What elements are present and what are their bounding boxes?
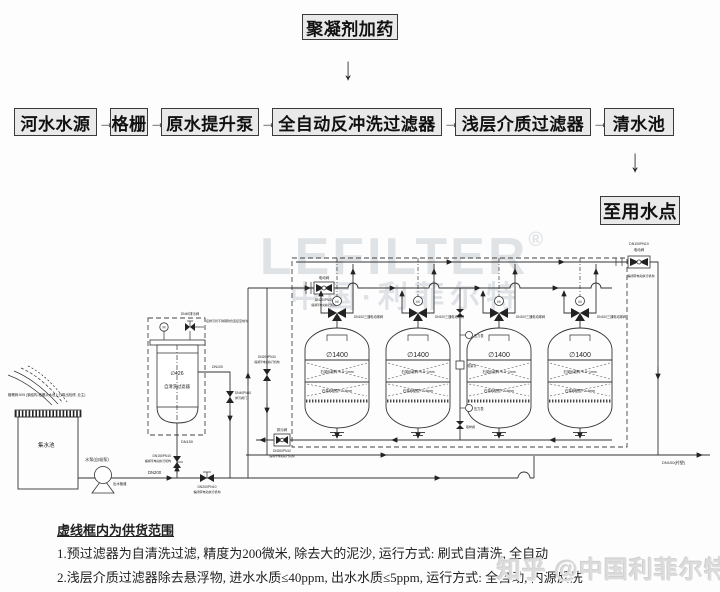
valve-name-label: 电动阀 xyxy=(634,247,645,252)
drain-hose-note: 接排污管不锈钢软管连接至地沟 xyxy=(206,318,248,323)
svg-text:M: M xyxy=(497,300,500,304)
pump-label: 水泵(自吸泵) xyxy=(85,456,109,463)
svg-text:DN100三通电动球阀: DN100三通电动球阀 xyxy=(435,314,464,319)
small-drain-valve xyxy=(226,391,234,403)
valve-size-label: DN200PN10 xyxy=(315,298,333,302)
valve-size-label: DN40排污阀 xyxy=(181,311,199,316)
supply-scope-box xyxy=(291,257,628,448)
pool-label: 集水池 xyxy=(38,441,55,449)
prefilter-vessel xyxy=(149,339,206,424)
media-filter-tank: M DN100三通电动球阀 ∅1400 石英砂滤料: 0.5~1mm 石英砂垫层… xyxy=(304,258,383,439)
bar-screen xyxy=(14,409,82,418)
note-line-1: 1.预过滤器为自清洗过滤, 精度为200微米, 除去大的泥沙, 运行方式: 刷式… xyxy=(57,546,549,561)
outlet-pipe-label: DN100(衬塑) xyxy=(662,459,686,465)
pipe-size-label: DN150 xyxy=(181,440,193,444)
prefilter-diameter: ∅426 xyxy=(170,371,183,377)
svg-text:石英砂垫层: 2~4mm: 石英砂垫层: 2~4mm xyxy=(565,388,595,393)
media-filter-tank: M DN100三通电动球阀 ∅1400 石英砂滤料: 0.5~1mm 石英砂垫层… xyxy=(466,258,545,439)
svg-text:DN100三通电动球阀: DN100三通电动球阀 xyxy=(516,314,545,319)
inlet-manifold xyxy=(248,282,612,289)
collection-pool xyxy=(17,416,79,490)
flow-box-clean-tank: 清水池 xyxy=(604,108,674,136)
notes-title: 虚线框内为供货范围 xyxy=(57,523,175,538)
svg-text:∅1400: ∅1400 xyxy=(488,352,510,359)
down-arrow-icon: ↓ xyxy=(630,144,640,180)
prefilter-name: 自清洗过滤器 xyxy=(164,383,190,390)
pressure-gauge-label: 压力表 xyxy=(474,406,484,411)
valve-type-label: 蝶阀带电动执行机构 xyxy=(145,458,171,463)
svg-text:∅1400: ∅1400 xyxy=(326,352,348,359)
prefilter-scope-box xyxy=(147,317,206,436)
pipe-size-label: DN100 xyxy=(212,365,223,369)
svg-text:石英砂垫层: 2~4mm: 石英砂垫层: 2~4mm xyxy=(484,388,514,393)
media-filter-tank: M DN100三通电动球阀 ∅1400 石英砂滤料: 0.5~1mm 石英砂垫层… xyxy=(547,258,626,439)
pid-schematic: 格栅网:5X5 (钢结构,格栅从水池上方取出检修, 业主) 集水池 水泵(自吸泵… xyxy=(7,242,710,494)
prefilter-outlet-line xyxy=(198,371,231,478)
svg-text:M: M xyxy=(335,300,338,304)
valve-name-label: 电动阀 xyxy=(319,275,330,280)
valve-size-label: DN200PN10 xyxy=(273,449,291,453)
svg-text:DN100三通电动球阀: DN100三通电动球阀 xyxy=(597,314,626,319)
prefilter-top-drain-valve xyxy=(185,320,204,340)
screen-note: 格栅网:5X5 (钢结构,格栅从水池上方取出检修, 业主) xyxy=(8,392,85,397)
lefilter-watermark: LEFILTER® xyxy=(259,228,547,286)
svg-text:DN100三通电动球阀: DN100三通电动球阀 xyxy=(354,314,383,319)
flow-box-river-source: 河水水源 xyxy=(14,108,97,136)
valve-type-label: 蝶阀带电动执行机构 xyxy=(269,454,294,458)
flow-box-lift-pump: 原水提升泵 xyxy=(161,108,259,136)
flow-box-backwash-filter: 全自动反冲洗过滤器 xyxy=(272,108,442,136)
valve-name-label: 排污阀 xyxy=(277,427,288,432)
clean-water-downcomer xyxy=(650,261,659,455)
motor-label: M xyxy=(163,326,166,330)
main-pipe xyxy=(111,456,535,479)
valve-size-label: DN200PN10 xyxy=(197,485,216,489)
prefilter-motor xyxy=(159,322,169,340)
valve-size-label: DN100PN10 xyxy=(629,242,649,246)
flow-meter-label: 流量计 xyxy=(467,363,477,368)
zhihu-watermark: 知乎 @中国利菲尔特 xyxy=(497,557,720,584)
pump xyxy=(78,466,115,494)
valve-type-label: 蝶阀带电动执行机构 xyxy=(311,303,336,307)
main-line-valve xyxy=(200,471,214,482)
supply-notes: 虚线框内为供货范围 1.预过滤器为自清洗过滤, 精度为200微米, 除去大的泥沙… xyxy=(57,520,583,591)
svg-text:石英砂垫层: 2~4mm: 石英砂垫层: 2~4mm xyxy=(322,388,352,393)
valve-size-label: DN200PN10 xyxy=(258,355,276,359)
svg-text:石英砂滤料: 0.5~1mm: 石英砂滤料: 0.5~1mm xyxy=(401,369,434,374)
svg-text:∅1400: ∅1400 xyxy=(407,352,429,359)
drain-motor-valve xyxy=(273,433,291,447)
valve-type-label: 蝶阀带电动执行机构 xyxy=(254,360,279,364)
instrument-column xyxy=(455,288,473,440)
valve-size-label: DN150PN10 xyxy=(152,454,171,458)
valve-type-label: 蝶阀带电动执行机构 xyxy=(627,273,654,278)
svg-text:石英砂滤料: 0.5~1mm: 石英砂滤料: 0.5~1mm xyxy=(482,369,515,374)
flow-box-media-filter: 浅层介质过滤器 xyxy=(455,108,591,136)
flow-box-dosing: 聚凝剂加药 xyxy=(302,14,398,40)
svg-text:石英砂滤料: 0.5~1mm: 石英砂滤料: 0.5~1mm xyxy=(320,369,353,374)
svg-text:M: M xyxy=(416,300,419,304)
river-inflow xyxy=(7,365,68,406)
flow-box-screen: 格栅 xyxy=(110,108,148,136)
valve-type-label: 蝶阀带电动执行机构 xyxy=(193,489,220,494)
svg-text:石英砂垫层: 2~4mm: 石英砂垫层: 2~4mm xyxy=(403,388,433,393)
prefilter-inlet-valve xyxy=(173,456,183,468)
valve-size-label: DN40PN10 xyxy=(235,391,251,395)
valve-type-label: 排污阀门 xyxy=(235,395,247,400)
outlet-motor-valve xyxy=(615,255,651,269)
pressure-gauge-label: 压力表 xyxy=(474,333,484,338)
pipe-size-label: DN200 xyxy=(148,470,162,475)
sample-valve-label: 取样阀 xyxy=(466,424,475,429)
svg-text:石英砂滤料: 0.5~1mm: 石英砂滤料: 0.5~1mm xyxy=(563,369,596,374)
flow-box-use-point: 至用水点 xyxy=(600,196,680,225)
media-filter-tank: M DN100三通电动球阀 ∅1400 石英砂滤料: 0.5~1mm 石英砂垫层… xyxy=(385,258,464,439)
pipe-note: 出水管道 xyxy=(113,481,127,486)
note-line-2: 2.浅层介质过滤器除去悬浮物, 进水水质≤40ppm, 出水水质≤5ppm, 运… xyxy=(57,570,583,585)
bypass-valve xyxy=(263,369,271,381)
down-arrow-icon: ↓ xyxy=(343,52,353,88)
svg-text:∅1400: ∅1400 xyxy=(569,352,591,359)
svg-text:M: M xyxy=(578,300,581,304)
